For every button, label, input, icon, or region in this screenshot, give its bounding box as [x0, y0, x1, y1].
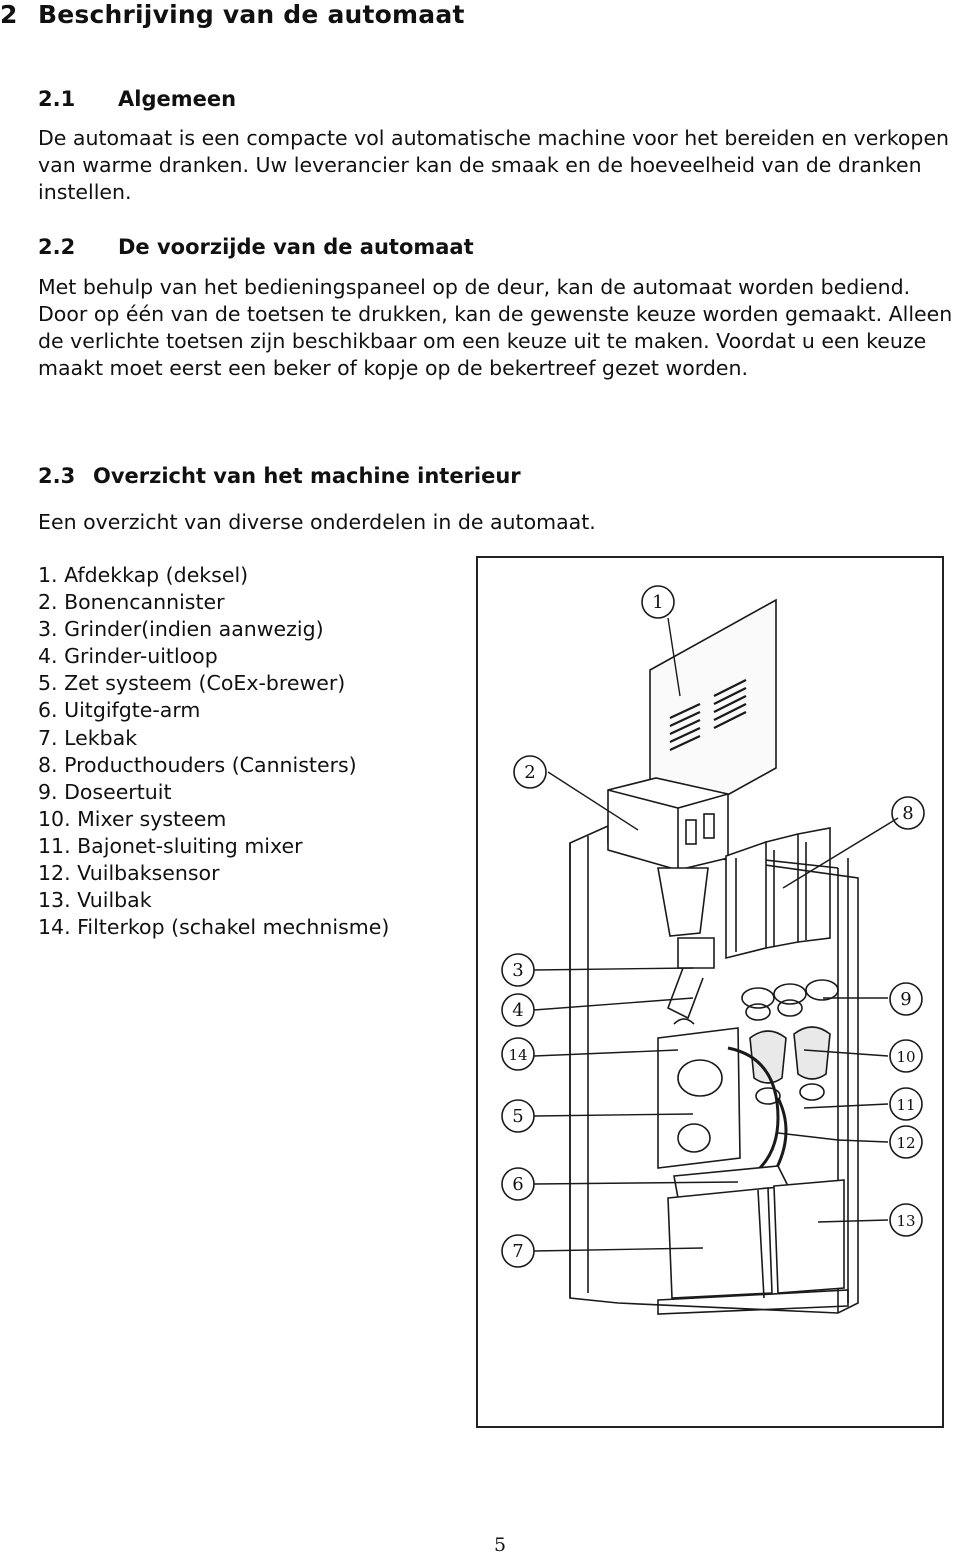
section-text-2-2: Met behulp van het bedieningspaneel op d… [38, 275, 953, 380]
callout-circles [501, 585, 925, 1268]
list-item: 12. Vuilbaksensor [38, 861, 220, 886]
section-text-2-1: De automaat is een compacte vol automati… [38, 126, 950, 204]
lid-vents [669, 679, 747, 751]
parts-list: 1. Afdekkap (deksel) 2. Bonencannister 3… [38, 562, 389, 941]
section-number: 2.3 [38, 464, 76, 488]
list-item: 7. Lekbak [38, 725, 138, 750]
list-item: 8. Producthouders (Cannisters) [38, 752, 357, 777]
callout-7: 7 [512, 1241, 523, 1262]
section-heading-2-2: 2.2 De voorzijde van de automaat [38, 235, 474, 259]
list-item: 11. Bajonet-sluiting mixer [38, 833, 303, 858]
section-title: De voorzijde van de automaat [118, 235, 474, 259]
list-item: 1. Afdekkap (deksel) [38, 563, 249, 587]
callout-8: 8 [902, 803, 913, 824]
callout-14: 14 [508, 1046, 527, 1064]
callout-3: 3 [512, 960, 523, 981]
callout-10: 10 [896, 1048, 915, 1066]
chapter-number: 2 [0, 0, 18, 29]
leader-lines [533, 617, 899, 1252]
callout-6: 6 [512, 1174, 523, 1195]
list-item: 14. Filterkop (schakel mechnisme) [38, 915, 390, 940]
list-item: 13. Vuilbak [38, 888, 152, 913]
callout-13: 13 [896, 1212, 915, 1230]
callout-4: 4 [512, 1000, 523, 1021]
list-item: 4. Grinder-uitloop [38, 644, 218, 669]
callout-12: 12 [896, 1134, 915, 1152]
list-item: 5. Zet systeem (CoEx-brewer) [38, 671, 346, 696]
section-title: Overzicht van het machine interieur [93, 464, 521, 488]
machine-diagram: 1 2 3 4 5 6 7 8 9 10 11 12 13 14 [476, 556, 944, 1428]
callout-2: 2 [524, 762, 535, 783]
section-title: Algemeen [118, 87, 237, 111]
section-number: 2.2 [38, 235, 76, 259]
list-item: 6. Uitgifgte-arm [38, 698, 201, 723]
chapter-heading: 2 Beschrijving van de automaat [0, 0, 465, 29]
callout-5: 5 [512, 1106, 523, 1127]
page-number: 5 [493, 1534, 507, 1556]
callout-1: 1 [652, 592, 663, 613]
callout-9: 9 [900, 989, 911, 1010]
chapter-title: Beschrijving van de automaat [38, 0, 465, 29]
list-item: 2. Bonencannister [38, 590, 225, 615]
section-heading-2-1: 2.1 Algemeen [38, 87, 236, 111]
section-text-2-3: Een overzicht van diverse onderdelen in … [38, 510, 596, 534]
list-item: 3. Grinder(indien aanwezig) [38, 617, 324, 642]
list-item: 10. Mixer systeem [38, 806, 227, 831]
callout-11: 11 [896, 1096, 915, 1114]
list-item: 9. Doseertuit [38, 779, 172, 804]
section-heading-2-3: 2.3 Overzicht van het machine interieur [38, 464, 521, 488]
machine-illustration: 1 2 3 4 5 6 7 8 9 10 11 12 13 14 [501, 585, 925, 1315]
section-number: 2.1 [38, 87, 76, 111]
